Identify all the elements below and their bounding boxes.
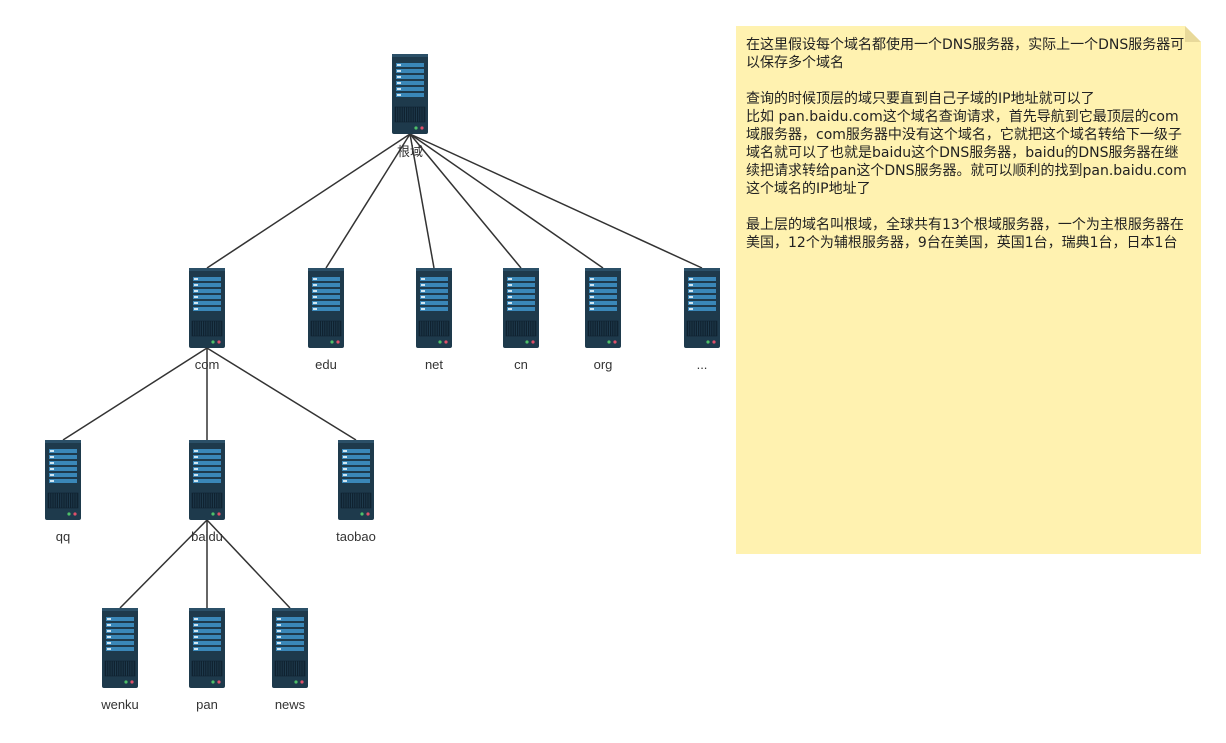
node-label-taobao: taobao xyxy=(336,529,376,544)
edge-root-net xyxy=(409,133,435,269)
node-label-pan: pan xyxy=(196,697,218,712)
note-paragraph-2: 查询的时候顶层的域只要直到自己子域的IP地址就可以了 比如 pan.baidu.… xyxy=(746,91,1187,197)
node-label-cn: cn xyxy=(514,357,528,372)
server-icon-taobao xyxy=(338,440,374,520)
node-label-news: news xyxy=(274,697,306,712)
edge-com-taobao xyxy=(206,347,357,441)
server-icon-org xyxy=(585,268,621,348)
server-icon-news xyxy=(272,608,308,688)
edge-root-cn xyxy=(409,133,522,269)
edge-root-more xyxy=(409,133,703,269)
server-icon-edu xyxy=(308,268,344,348)
server-icon-wenku xyxy=(102,608,138,688)
edge-root-org xyxy=(409,133,604,269)
server-icon-root xyxy=(392,54,428,134)
node-label-qq: qq xyxy=(55,529,71,544)
note-paragraph-1: 在这里假设每个域名都使用一个DNS服务器，实际上一个DNS服务器可以保存多个域名 xyxy=(746,37,1185,71)
node-label-wenku: wenku xyxy=(101,697,139,712)
edge-com-qq xyxy=(62,347,208,441)
edge-root-com xyxy=(206,133,411,269)
note-paragraph-3: 最上层的域名叫根域，全球共有13个根域服务器，一个为主根服务器在美国，12个为辅… xyxy=(746,217,1184,251)
edge-root-edu xyxy=(325,133,411,269)
server-icon-net xyxy=(416,268,452,348)
node-label-com: com xyxy=(194,357,220,372)
edge-baidu-news xyxy=(206,519,291,609)
sticky-note: 在这里假设每个域名都使用一个DNS服务器，实际上一个DNS服务器可以保存多个域名… xyxy=(736,26,1201,554)
node-label-more: ... xyxy=(696,357,708,372)
server-icons xyxy=(45,54,720,688)
node-label-baidu: baidu xyxy=(191,529,223,544)
server-icon-more xyxy=(684,268,720,348)
server-icon-qq xyxy=(45,440,81,520)
tree-edges xyxy=(62,133,703,609)
server-icon-com xyxy=(189,268,225,348)
node-label-edu: edu xyxy=(315,357,337,372)
server-icon-pan xyxy=(189,608,225,688)
node-label-net: net xyxy=(424,357,444,372)
server-icon-cn xyxy=(503,268,539,348)
node-label-org: org xyxy=(593,357,613,372)
edge-baidu-wenku xyxy=(119,519,208,609)
node-label-root: 根域 xyxy=(396,144,423,159)
server-icon-baidu xyxy=(189,440,225,520)
